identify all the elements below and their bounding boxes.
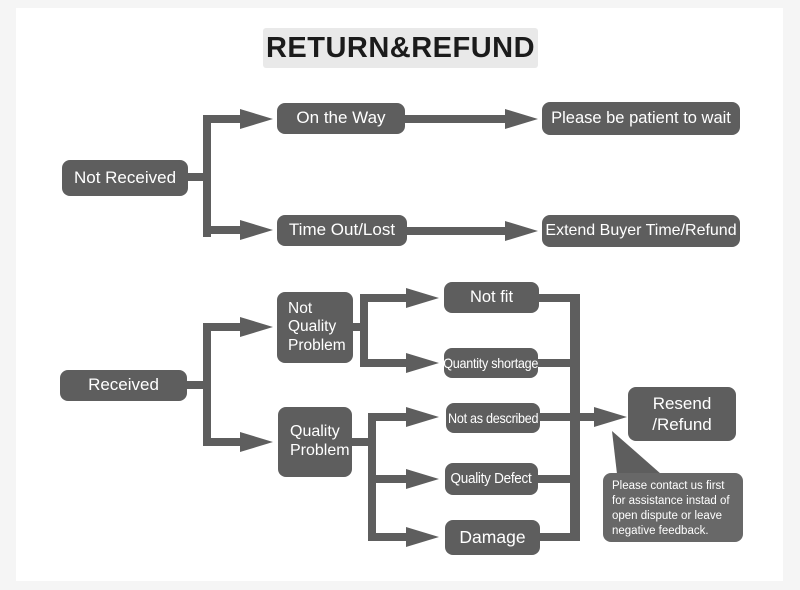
arrowhead-icon xyxy=(594,407,627,427)
arrowhead-icon xyxy=(505,221,538,241)
connector-line xyxy=(539,294,571,302)
connector-line xyxy=(368,413,376,541)
connector-line xyxy=(368,294,406,302)
connector-line xyxy=(188,173,204,181)
connector-line xyxy=(405,115,506,123)
node-label: Not as described xyxy=(447,409,539,426)
node-extend-refund: Extend Buyer Time/Refund xyxy=(542,215,740,247)
node-quantity-shortage: Quantity shortage xyxy=(443,348,539,378)
speech-bubble-tail-icon xyxy=(612,431,661,474)
connector-line xyxy=(211,323,241,331)
node-damage: Damage xyxy=(445,520,540,555)
connector-line xyxy=(538,359,571,367)
arrowhead-icon xyxy=(240,220,273,240)
connector-line xyxy=(211,438,241,446)
node-quality-defect: Quality Defect xyxy=(445,463,538,495)
arrowhead-icon xyxy=(505,109,538,129)
connector-line xyxy=(376,475,406,483)
connector-line xyxy=(203,115,211,237)
arrowhead-icon xyxy=(406,288,439,308)
connector-line xyxy=(353,323,362,331)
node-time-out-lost: Time Out/Lost xyxy=(277,215,407,246)
node-not-quality-problem: Not Quality Problem xyxy=(277,292,353,363)
node-received: Received xyxy=(60,370,187,401)
connector-line xyxy=(538,475,571,483)
connector-line xyxy=(407,227,506,235)
node-label: Quality Defect xyxy=(450,470,532,488)
connector-line xyxy=(360,294,368,367)
connector-line xyxy=(368,359,406,367)
connector-line xyxy=(203,323,211,446)
connector-line xyxy=(352,438,369,446)
connector-line xyxy=(376,413,406,421)
connector-line xyxy=(580,413,595,421)
collector-rail-line xyxy=(570,294,580,541)
arrowhead-icon xyxy=(406,407,439,427)
arrowhead-icon xyxy=(406,353,439,373)
connector-line xyxy=(211,226,241,234)
node-not-fit: Not fit xyxy=(444,282,539,313)
arrowhead-icon xyxy=(240,432,273,452)
arrowhead-icon xyxy=(240,317,273,337)
node-label: Quantity shortage xyxy=(443,354,539,371)
arrowhead-icon xyxy=(240,109,273,129)
connector-line xyxy=(540,413,571,421)
node-please-wait: Please be patient to wait xyxy=(542,102,740,135)
node-quality-problem: Quality Problem xyxy=(278,407,352,477)
connector-line xyxy=(187,381,203,389)
page-title: RETURN&REFUND xyxy=(263,28,538,68)
arrowhead-icon xyxy=(406,469,439,489)
node-not-as-described: Not as described xyxy=(446,403,540,433)
node-on-the-way: On the Way xyxy=(277,103,405,134)
arrowhead-icon xyxy=(406,527,439,547)
note-speech-bubble: Please contact us first for assistance i… xyxy=(603,473,743,542)
node-not-received: Not Received xyxy=(62,160,188,196)
connector-line xyxy=(540,533,571,541)
node-resend-refund: Resend /Refund xyxy=(628,387,736,441)
connector-line xyxy=(376,533,406,541)
connector-line xyxy=(211,115,241,123)
